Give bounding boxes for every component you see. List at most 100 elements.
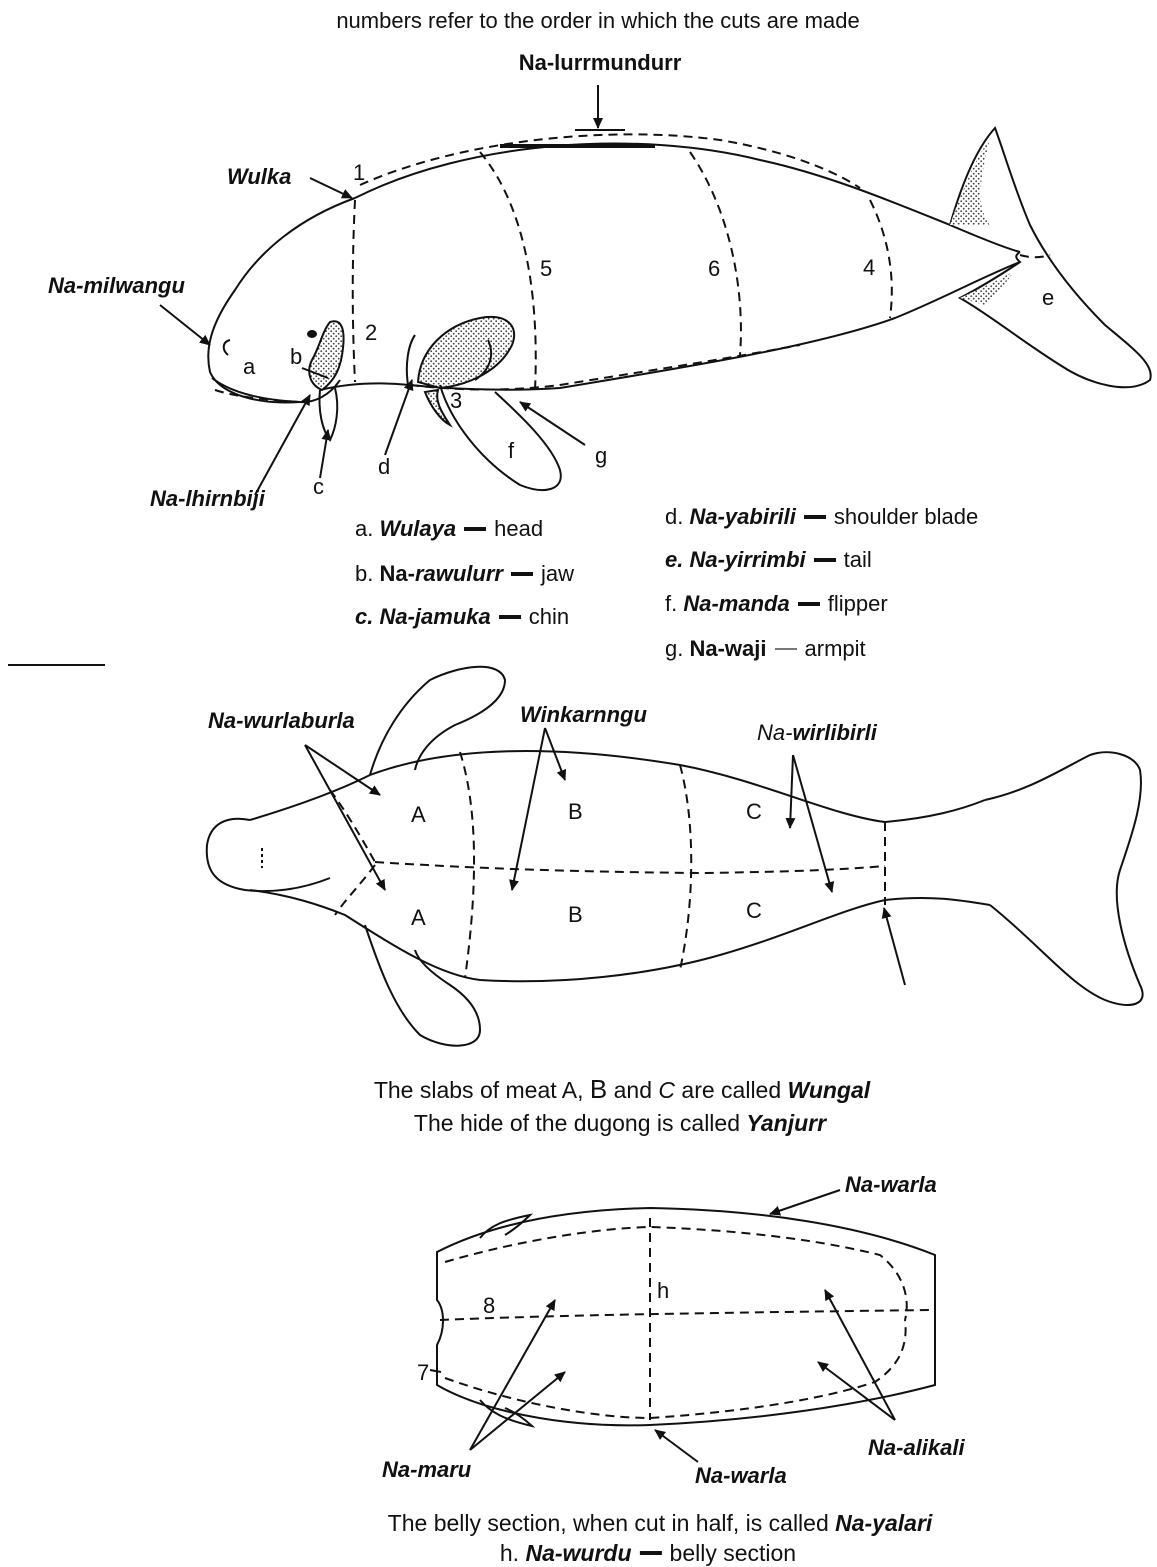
legend-key-e: e. bbox=[665, 547, 683, 572]
cut-number-6: 6 bbox=[708, 258, 720, 280]
caption-slabs-text: The slabs of meat A, bbox=[374, 1077, 584, 1103]
label-winkarnngu: Winkarnngu bbox=[520, 704, 647, 726]
part-letter-b: b bbox=[290, 346, 302, 368]
top-cut-ab bbox=[460, 752, 474, 978]
label-wirlibirli-group: Na-wirlibirli bbox=[757, 722, 877, 744]
legend-row-f: f. Na-mandaflipper bbox=[665, 593, 888, 615]
legend-key-a: a. bbox=[355, 516, 373, 541]
arrow-7 bbox=[430, 1370, 441, 1372]
belly-inner-top bbox=[445, 1227, 907, 1320]
legend-term-d: Na-yabirili bbox=[689, 504, 795, 529]
legend-meaning-d: shoulder blade bbox=[834, 504, 978, 529]
caption-slabs-after: are called bbox=[681, 1077, 781, 1103]
arrow-alikali-a bbox=[825, 1290, 895, 1420]
legend-dash bbox=[640, 1551, 662, 1555]
top-head bbox=[207, 819, 330, 891]
legend-term-e: Na-yirrimbi bbox=[689, 547, 805, 572]
arrow-maru-b bbox=[470, 1372, 565, 1450]
legend-dash bbox=[511, 572, 533, 576]
part-letter-g: g bbox=[595, 445, 607, 467]
cut-number-4: 4 bbox=[863, 257, 875, 279]
label-wirlibirli: wirlibirli bbox=[792, 720, 876, 745]
cut-number-8: 8 bbox=[483, 1295, 495, 1317]
caption-wurdu-term: Na-wurdu bbox=[525, 1540, 631, 1566]
legend-row-e: e. Na-yirrimbi tail bbox=[665, 549, 872, 571]
label-warla-bottom: Na-warla bbox=[695, 1465, 787, 1487]
shoulder-line bbox=[407, 335, 415, 385]
legend-dash bbox=[464, 527, 486, 531]
label-lhirnbiji: Na-lhirnbiji bbox=[150, 488, 265, 510]
arrow-g bbox=[520, 402, 585, 445]
label-wulka: Wulka bbox=[227, 166, 291, 188]
legend-key-c: c. bbox=[355, 604, 373, 629]
legend-dash bbox=[775, 648, 797, 650]
arrow-maru-a bbox=[470, 1300, 555, 1450]
legend-row-a: a. Wulaya head bbox=[355, 518, 543, 540]
belly-section bbox=[430, 1190, 935, 1462]
legend-key-d: d. bbox=[665, 504, 683, 529]
caption-hide: The hide of the dugong is called Yanjurr bbox=[414, 1112, 826, 1135]
top-cut-midline bbox=[375, 862, 885, 873]
arrow-tail-cut bbox=[884, 908, 905, 985]
top-cut-bc bbox=[680, 765, 691, 970]
caption-belly: The belly section, when cut in half, is … bbox=[388, 1512, 933, 1535]
part-letter-e: e bbox=[1042, 287, 1054, 309]
slab-letter-c-upper: C bbox=[746, 801, 762, 823]
flipper-base-stipple bbox=[418, 317, 514, 388]
label-alikali: Na-alikali bbox=[868, 1437, 965, 1459]
caption-hide-text: The hide of the dugong is called bbox=[414, 1110, 740, 1136]
legend-meaning-c: chin bbox=[529, 604, 569, 629]
label-warla-top: Na-warla bbox=[845, 1174, 937, 1196]
arrow-winkarnngu-b bbox=[512, 728, 545, 890]
side-view-dugong bbox=[160, 85, 1151, 495]
belly-flap-bottom bbox=[480, 1400, 532, 1426]
label-wurlaburla: Na-wurlaburla bbox=[208, 710, 355, 732]
label-maru: Na-maru bbox=[382, 1459, 471, 1481]
slab-letter-b-lower: B bbox=[568, 904, 583, 926]
legend-key-b: b. bbox=[355, 561, 373, 586]
caption-slabs-and: and bbox=[614, 1077, 652, 1103]
slab-letter-a-lower: A bbox=[411, 907, 426, 929]
legend-row-b: b. Na-rawulurr jaw bbox=[355, 563, 574, 585]
legend-meaning-b: jaw bbox=[541, 561, 574, 586]
label-milwangu: Na-milwangu bbox=[48, 275, 185, 297]
part-letter-d: d bbox=[378, 456, 390, 478]
caption-belly-term: Na-yalari bbox=[835, 1510, 932, 1536]
arrow-lhirnbiji bbox=[255, 395, 310, 495]
side-nostril bbox=[224, 340, 230, 355]
belly-inner-bottom bbox=[445, 1320, 906, 1418]
tail-cut-dash bbox=[1020, 255, 1050, 257]
part-letter-f: f bbox=[508, 440, 514, 462]
legend-dash bbox=[814, 558, 836, 562]
legend-row-c: c. Na-jamuka chin bbox=[355, 606, 569, 628]
arrow-warla-bottom bbox=[655, 1430, 698, 1462]
header-note: numbers refer to the order in which the … bbox=[336, 10, 859, 32]
slab-letter-a-upper: A bbox=[411, 804, 426, 826]
legend-term-c: Na-jamuka bbox=[379, 604, 490, 629]
top-flipper-upper bbox=[370, 667, 505, 775]
arrow-warla-top bbox=[770, 1190, 840, 1214]
legend-term-f: Na-manda bbox=[683, 591, 789, 616]
legend-term-a: Wulaya bbox=[379, 516, 456, 541]
legend-meaning-a: head bbox=[494, 516, 543, 541]
arrow-milwangu bbox=[160, 305, 210, 345]
legend-term-prefix-b: Na- bbox=[379, 561, 414, 586]
caption-slabs-b: B bbox=[590, 1074, 607, 1104]
caption-wurdu-meaning: belly section bbox=[670, 1540, 797, 1566]
caption-wurdu: h. Na-wurdu belly section bbox=[500, 1542, 796, 1565]
caption-slabs-c: C bbox=[658, 1077, 675, 1103]
slab-letter-b-upper: B bbox=[568, 801, 583, 823]
caption-belly-text: The belly section, when cut in half, is … bbox=[388, 1510, 829, 1536]
legend-term-b: rawulurr bbox=[415, 561, 503, 586]
top-flipper-lower bbox=[365, 925, 480, 1046]
cut-number-1: 1 bbox=[353, 162, 365, 184]
legend-meaning-e: tail bbox=[844, 547, 872, 572]
legend-dash bbox=[798, 602, 820, 606]
cut-number-3: 3 bbox=[450, 390, 462, 412]
legend-meaning-g: armpit bbox=[805, 636, 866, 661]
top-tail bbox=[985, 752, 1143, 1005]
legend-key-g: g. bbox=[665, 636, 683, 661]
caption-wurdu-key: h. bbox=[500, 1540, 519, 1566]
